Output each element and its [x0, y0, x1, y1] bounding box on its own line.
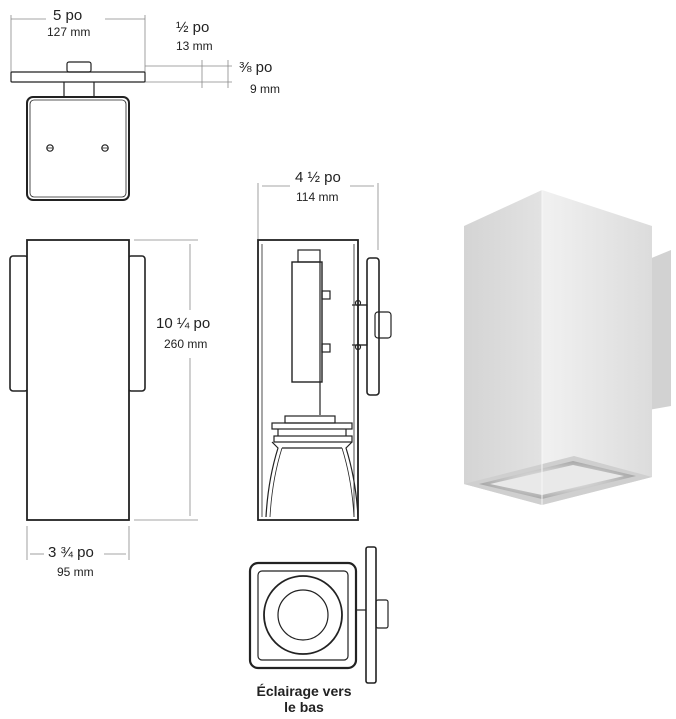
lens-inner [277, 589, 329, 641]
depth-in-label: 4 ½ po [295, 169, 341, 186]
bottom-body [248, 561, 358, 670]
mounting-boss [66, 61, 92, 73]
width-dimension [10, 15, 146, 72]
width-mm-label: 127 mm [47, 25, 91, 39]
fixture-side-face [542, 190, 652, 505]
lens-outer [263, 575, 343, 655]
back-plate-right [127, 255, 146, 392]
plate-thick-in-label: ⅜ po [239, 59, 273, 76]
height-dimension [134, 239, 198, 521]
depth-dimension [257, 183, 379, 250]
side-housing [257, 239, 359, 521]
width-in-label: 5 po [53, 7, 83, 24]
wall-bracket [366, 257, 380, 396]
plate-thick-mm-label: 9 mm [250, 82, 280, 96]
height-in-label: 10 ¼ po [156, 315, 211, 332]
driver-box [291, 261, 323, 383]
caption-line-1: Éclairage vers [256, 683, 352, 699]
screw-right [101, 144, 109, 152]
body-mm-label: 95 mm [57, 565, 94, 579]
depth-mm-label: 114 mm [296, 190, 339, 204]
height-mm-label: 260 mm [164, 337, 208, 351]
plate-in-label: ½ po [176, 19, 210, 36]
front-body [26, 239, 130, 521]
mounting-plate [10, 71, 146, 83]
body-width-dimension [26, 526, 130, 560]
top-view [10, 15, 232, 201]
plate-thickness-dimension [145, 60, 232, 88]
top-body [26, 96, 130, 201]
back-plate-left [9, 255, 29, 392]
fixture-photo [464, 190, 671, 505]
body-in-label: 3 ¾ po [48, 544, 94, 561]
side-view [257, 183, 392, 521]
fixture-front-face [464, 190, 542, 505]
bottom-view [248, 546, 389, 684]
reflector [265, 441, 279, 518]
caption-line-2: le bas [284, 699, 324, 715]
lamp-plate [271, 422, 353, 430]
view-caption: Éclairage vers le bas [244, 683, 364, 715]
plate-mm-label: 13 mm [176, 39, 213, 53]
bottom-bracket [365, 546, 377, 684]
front-view [9, 239, 198, 560]
screw-left [46, 144, 54, 152]
